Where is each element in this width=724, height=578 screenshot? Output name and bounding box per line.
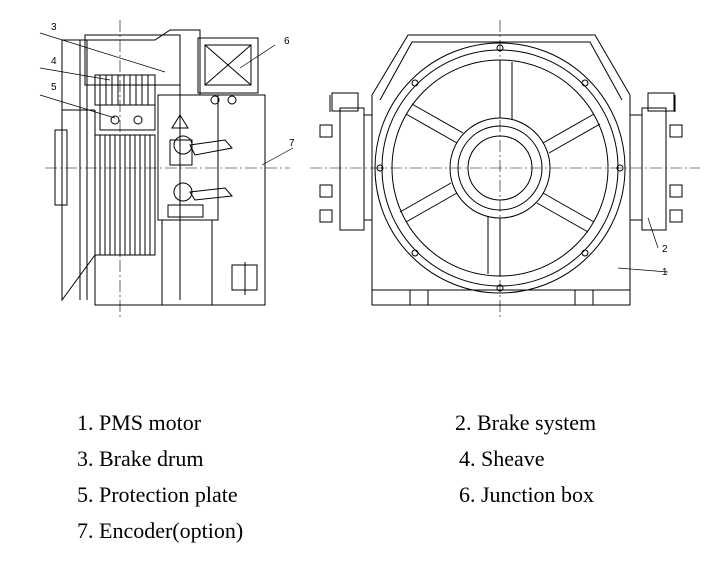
legend-item-sheave: 4. Sheave — [459, 446, 545, 471]
callout-1: 1 — [662, 267, 668, 278]
legend-item-brake-system: 2. Brake system — [455, 410, 597, 435]
legend-item-junction-box: 6. Junction box — [459, 482, 595, 507]
side-view — [39, 20, 294, 318]
drum-fins — [94, 134, 156, 256]
legend-item-encoder: 7. Encoder(option) — [77, 518, 244, 543]
wheel-spokes — [399, 60, 601, 276]
right-brake — [630, 92, 683, 231]
legend-item-protection-plate: 5. Protection plate — [77, 482, 238, 507]
legend-item-brake-drum: 3. Brake drum — [77, 446, 204, 471]
left-brake — [319, 92, 372, 231]
callout-4: 4 — [51, 56, 57, 67]
legend-item-pms-motor: 1. PMS motor — [77, 410, 202, 435]
sheave-grooves — [94, 74, 156, 106]
callout-7: 7 — [289, 138, 295, 149]
front-view — [310, 20, 700, 318]
machine-drawing: 3 4 5 6 7 2 1 — [39, 20, 700, 318]
bolt-dots — [376, 44, 624, 292]
callout-3: 3 — [51, 22, 57, 33]
callout-2: 2 — [662, 244, 668, 255]
callout-5: 5 — [51, 82, 57, 93]
callout-6: 6 — [284, 36, 290, 47]
legend: 1. PMS motor 2. Brake system 3. Brake dr… — [0, 405, 724, 565]
